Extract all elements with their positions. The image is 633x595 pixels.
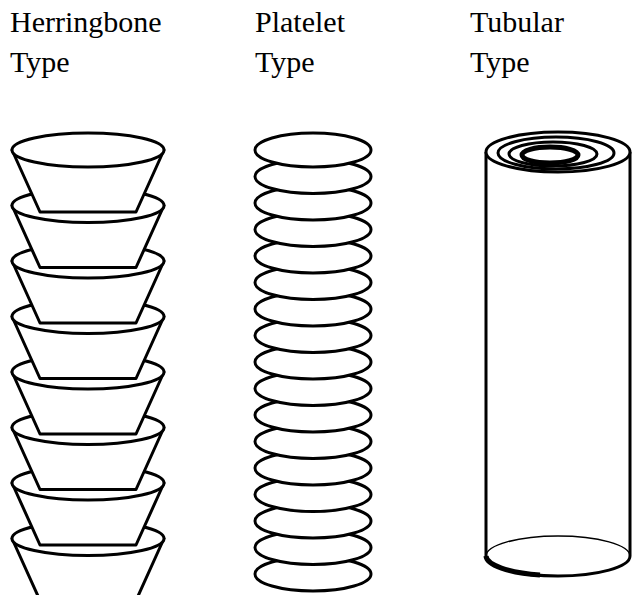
cylinder-rim: [498, 137, 614, 169]
cylinder-bottom-front: [486, 556, 630, 576]
cylinder-rim: [522, 147, 578, 163]
cylinder-bottom-back: [486, 536, 630, 556]
cylinder-rim: [509, 142, 597, 166]
herringbone-cone: [12, 133, 164, 212]
tubular-cylinder: [486, 132, 630, 576]
herringbone-cones: [12, 133, 164, 595]
cylinder-bottom-shade: [486, 556, 540, 575]
type-label: Platelet Type: [255, 2, 380, 82]
platelet-discs: [255, 133, 371, 591]
cone-rim: [12, 133, 164, 167]
type-label: Herringbone Type: [10, 2, 175, 82]
platelet-disc: [255, 133, 371, 167]
cylinder-rim: [486, 132, 630, 172]
type-label: Tubular Type: [470, 2, 590, 82]
cylinder-side: [486, 152, 630, 556]
